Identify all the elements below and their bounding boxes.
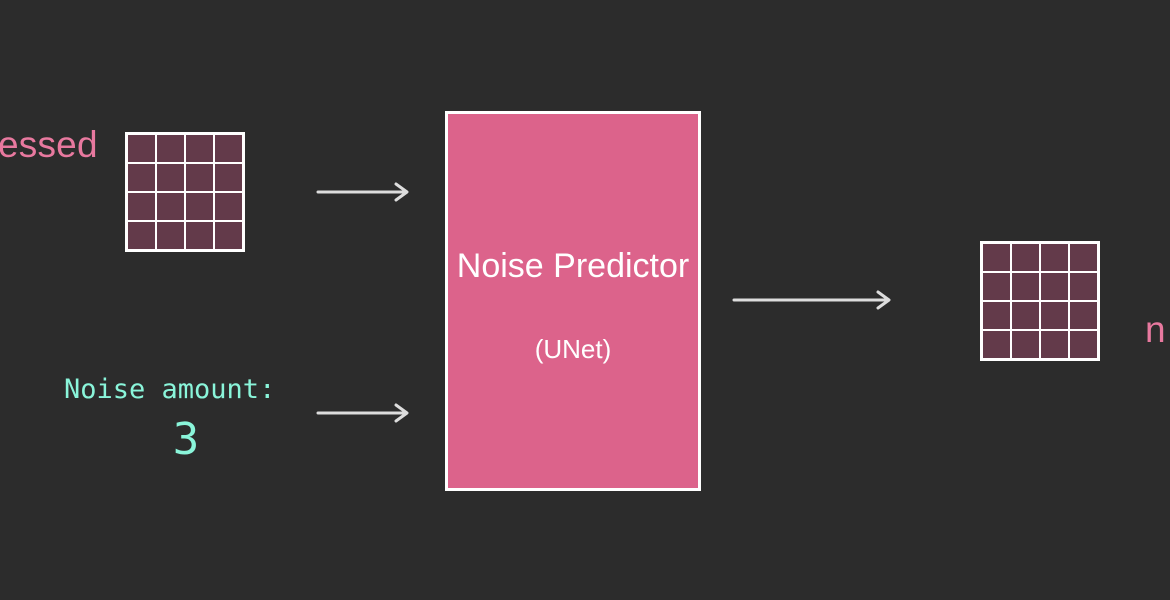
grid-cell xyxy=(1070,244,1097,271)
grid-cell xyxy=(128,135,155,162)
grid-cell xyxy=(1041,302,1068,329)
grid-cell xyxy=(157,193,184,220)
grid-cell xyxy=(983,331,1010,358)
grid-cell xyxy=(983,244,1010,271)
output-arrow xyxy=(732,290,891,310)
grid-cell xyxy=(157,222,184,249)
grid-cell xyxy=(1012,302,1039,329)
left-input-label: essed xyxy=(0,124,98,165)
grid-cell xyxy=(1041,244,1068,271)
grid-cell xyxy=(1070,331,1097,358)
grid-cell xyxy=(157,164,184,191)
grid-cell xyxy=(983,302,1010,329)
grid-cell xyxy=(1070,273,1097,300)
output-grid xyxy=(980,241,1100,361)
grid-cell xyxy=(1070,302,1097,329)
noise-arrow xyxy=(316,403,409,423)
grid-cell xyxy=(186,135,213,162)
grid-cell xyxy=(1012,244,1039,271)
grid-cell xyxy=(186,164,213,191)
grid-cell xyxy=(983,273,1010,300)
grid-cell xyxy=(128,222,155,249)
grid-cell xyxy=(128,164,155,191)
noise-amount-value: 3 xyxy=(172,414,200,465)
predictor-title: Noise Predictor xyxy=(456,247,690,285)
grid-cell xyxy=(157,135,184,162)
grid-cell xyxy=(1041,331,1068,358)
input-arrow xyxy=(316,182,409,202)
grid-cell xyxy=(1012,331,1039,358)
grid-cell xyxy=(128,193,155,220)
grid-cell xyxy=(215,135,242,162)
grid-cell xyxy=(1041,273,1068,300)
noise-predictor-box: Noise Predictor (UNet) xyxy=(445,111,701,491)
right-output-label: n xyxy=(1145,309,1166,350)
noise-amount-label: Noise amount: xyxy=(64,374,276,405)
grid-cell xyxy=(215,193,242,220)
grid-cell xyxy=(215,222,242,249)
grid-cell xyxy=(215,164,242,191)
grid-cell xyxy=(186,222,213,249)
grid-cell xyxy=(1012,273,1039,300)
input-grid xyxy=(125,132,245,252)
predictor-subtitle: (UNet) xyxy=(534,334,612,364)
grid-cell xyxy=(186,193,213,220)
